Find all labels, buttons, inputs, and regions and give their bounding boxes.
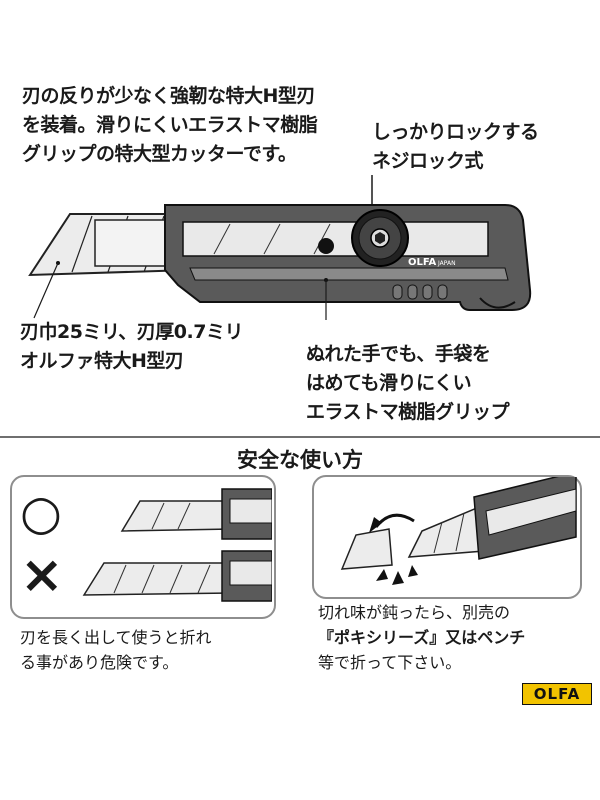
snap-instruction-note: 切れ味が鈍ったら、別売の 『ポキシリーズ』又はペンチ 等で折って下さい。: [318, 600, 525, 675]
warning-note: 刃を長く出して使うと折れ る事があり危険です。: [20, 625, 212, 675]
snap-line: 『ポキシリーズ』又はペンチ: [318, 628, 526, 647]
snap-blade-panel: [312, 475, 582, 599]
grip-callout-line: はめても滑りにくい: [306, 372, 472, 394]
grip-callout-line: エラストマ樹脂グリップ: [306, 401, 510, 423]
incorrect-usage-symbol: ×: [20, 545, 64, 605]
snap-blade-illustration: [340, 477, 577, 585]
blade-length-illustration: [82, 488, 272, 602]
intro-line: を装着。滑りにくいエラストマ樹脂: [22, 114, 318, 136]
handle-body: [164, 204, 532, 311]
safety-title: 安全な使い方: [237, 448, 363, 472]
correct-usage-symbol: ○: [20, 485, 62, 541]
snap-line: 切れ味が鈍ったら、別売の: [318, 603, 511, 622]
product-description: 刃の反りが少なく強靭な特大H型刃 を装着。滑りにくいエラストマ樹脂 グリップの特…: [22, 82, 322, 169]
intro-line: グリップの特大型カッターです。: [22, 143, 297, 165]
lock-callout-line: ネジロック式: [372, 150, 484, 172]
snap-line: 等で折って下さい。: [318, 653, 462, 672]
section-divider: [0, 436, 600, 438]
handle-hole: [318, 238, 334, 254]
blade-callout-line: オルファ特大H型刃: [20, 350, 184, 372]
grip-callout-line: ぬれた手でも、手袋を: [306, 343, 491, 365]
blade-window: [182, 221, 489, 257]
cutter-illustration: OLFA JAPAN: [28, 175, 532, 320]
handle-brand-text: OLFA: [408, 257, 437, 268]
blade-callout-line: 刃巾25ミリ、刃厚0.7ミリ: [20, 321, 243, 343]
lock-wheel: [351, 209, 409, 267]
warning-line: 刃を長く出して使うと折れ: [20, 628, 212, 647]
usage-comparison-panel: ○ ×: [10, 475, 276, 619]
intro-line: 刃の反りが少なく強靭な特大H型刃: [22, 85, 315, 107]
blade-callout: 刃巾25ミリ、刃厚0.7ミリ オルファ特大H型刃: [20, 318, 243, 376]
blade-leader-line: [33, 262, 59, 319]
olfa-logo: OLFA: [522, 683, 592, 705]
warning-line: る事があり危険です。: [20, 653, 179, 672]
lock-callout-line: しっかりロックする: [372, 121, 539, 143]
grip-callout: ぬれた手でも、手袋を はめても滑りにくい エラストマ樹脂グリップ: [306, 340, 510, 427]
lock-callout: しっかりロックする ネジロック式: [372, 118, 539, 176]
handle-country-text: JAPAN: [437, 260, 456, 267]
